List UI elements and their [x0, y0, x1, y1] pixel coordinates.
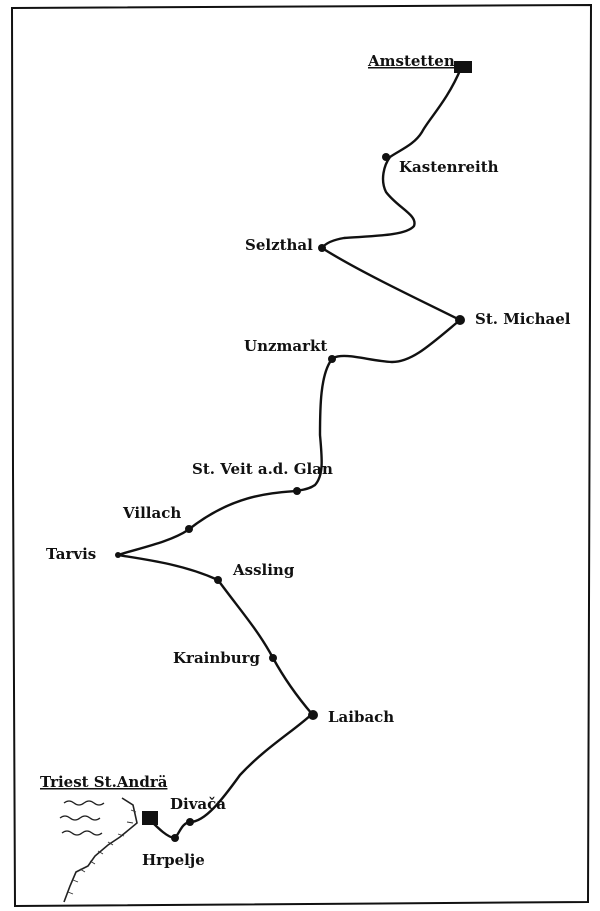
st-michael-label: St. Michael — [475, 310, 571, 328]
selzthal-label: Selzthal — [245, 236, 313, 254]
laibach-station-marker — [308, 710, 318, 720]
triest-terminus-icon — [142, 811, 158, 825]
divaca-label: Divača — [170, 795, 226, 813]
coastline — [63, 797, 138, 903]
assling-label: Assling — [232, 561, 295, 579]
hrpelje-label: Hrpelje — [142, 851, 205, 869]
unzmarkt-label: Unzmarkt — [244, 337, 327, 355]
amstetten-label: Amstetten — [367, 52, 455, 70]
kastenreith-label: Kastenreith — [399, 158, 499, 176]
divaca-station-marker — [186, 818, 194, 826]
st-michael-station-marker — [455, 315, 465, 325]
selzthal-station-marker — [318, 244, 326, 252]
hrpelje-station-marker — [171, 834, 179, 842]
triest-label: Triest St.Andrä — [40, 773, 168, 791]
map-frame — [10, 3, 593, 908]
krainburg-station-marker — [269, 654, 277, 662]
laibach-label: Laibach — [328, 708, 394, 726]
krainburg-label: Krainburg — [173, 649, 261, 667]
tarvis-label: Tarvis — [46, 545, 96, 563]
railway-line — [116, 66, 463, 840]
kastenreith-station-marker — [382, 153, 390, 161]
amstetten-terminus-icon — [454, 61, 472, 73]
st-veit-station-marker — [293, 487, 301, 495]
villach-station-marker — [185, 525, 193, 533]
unzmarkt-station-marker — [328, 355, 336, 363]
st-veit-label: St. Veit a.d. Glan — [192, 460, 333, 478]
assling-station-marker — [214, 576, 222, 584]
villach-label: Villach — [122, 504, 181, 522]
tarvis-station-marker — [115, 552, 121, 558]
sea-waves — [59, 800, 105, 836]
